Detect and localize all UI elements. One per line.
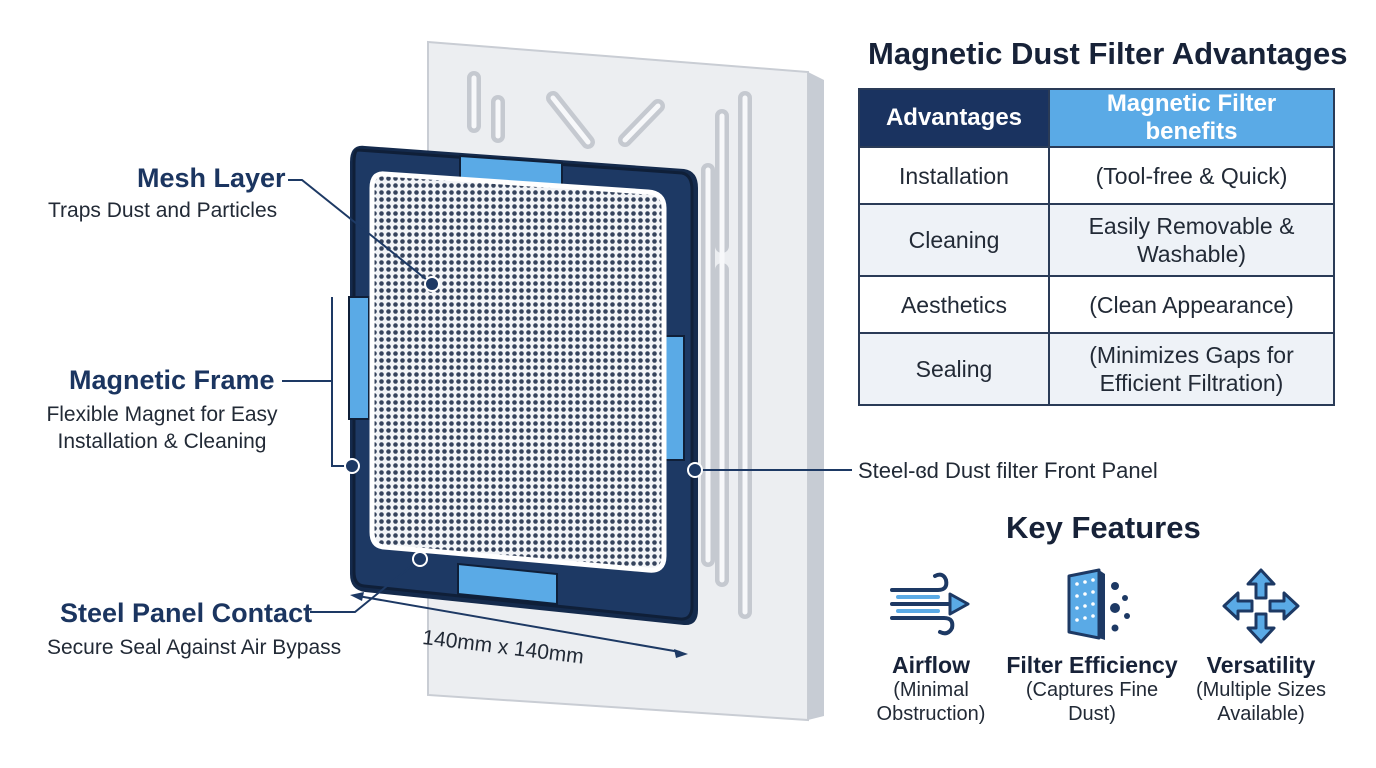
row-benefit: Easily Removable & Washable) bbox=[1048, 203, 1335, 277]
feature-versatility: Versatility (Multiple Sizes Available) bbox=[1166, 568, 1356, 726]
benefit-line: Easily Removable & bbox=[1088, 213, 1295, 239]
table-header-benefits: Magnetic Filter benefits bbox=[1048, 88, 1335, 148]
dimension-arrow bbox=[350, 592, 688, 658]
feature-desc: (Captures Fine bbox=[1025, 679, 1159, 701]
feature-desc: (Minimal bbox=[893, 679, 969, 701]
airflow-icon bbox=[890, 572, 970, 636]
row-label: Aesthetics bbox=[858, 275, 1050, 334]
steel-panel-contact-desc: Secure Seal Against Air Bypass bbox=[47, 636, 342, 659]
panel-marker-dot bbox=[687, 462, 703, 478]
steel-panel-contact-title: Steel Panel Contact bbox=[60, 598, 313, 628]
feature-name: Filter Efficiency bbox=[1006, 652, 1178, 678]
feature-desc: Dust) bbox=[1068, 703, 1116, 725]
benefit-line: Efficient Filtration) bbox=[1099, 370, 1284, 396]
magnetic-frame-desc-2: Installation & Cleaning bbox=[57, 430, 267, 453]
row-label: Installation bbox=[858, 146, 1050, 205]
benefit-line: (Minimizes Gaps for bbox=[1089, 342, 1294, 368]
table-row: Cleaning Easily Removable & Washable) bbox=[858, 203, 1335, 277]
magnet-strip-left bbox=[348, 296, 370, 420]
mesh-layer bbox=[369, 171, 667, 573]
row-benefit: (Clean Appearance) bbox=[1048, 275, 1335, 334]
benefit-line: (Clean Appearance) bbox=[1089, 291, 1294, 318]
table-row: Installation (Tool-free & Quick) bbox=[858, 146, 1335, 205]
benefit-line: (Tool-free & Quick) bbox=[1095, 162, 1288, 189]
filter-particles-icon bbox=[1067, 568, 1130, 640]
table-row: Sealing (Minimizes Gaps for Efficient Fi… bbox=[858, 332, 1335, 406]
advantages-table: Advantages Magnetic Filter benefits Inst… bbox=[858, 88, 1335, 406]
magnet-strip-bottom bbox=[457, 562, 558, 606]
row-benefit: (Tool-free & Quick) bbox=[1048, 146, 1335, 205]
contact-marker-dot bbox=[412, 551, 428, 567]
feature-airflow: Airflow (Minimal Obstruction) bbox=[836, 568, 1026, 726]
mesh-marker-dot bbox=[424, 276, 440, 292]
feature-desc: Available) bbox=[1217, 703, 1305, 725]
row-label: Cleaning bbox=[858, 203, 1050, 277]
magnetic-frame-desc-1: Flexible Magnet for Easy bbox=[46, 403, 278, 426]
mesh-layer-title: Mesh Layer bbox=[137, 163, 286, 193]
magnetic-frame-title: Magnetic Frame bbox=[69, 365, 275, 395]
feature-name: Airflow bbox=[892, 652, 970, 678]
frame-marker-dot bbox=[344, 458, 360, 474]
front-panel-label: Steel-ɞd Dust filter Front Panel bbox=[858, 458, 1158, 483]
table-row: Aesthetics (Clean Appearance) bbox=[858, 275, 1335, 334]
feature-filter-efficiency: Filter Efficiency (Captures Fine Dust) bbox=[997, 568, 1187, 726]
leader-lines bbox=[282, 179, 852, 613]
key-features-title: Key Features bbox=[1006, 510, 1201, 545]
feature-desc: (Multiple Sizes bbox=[1195, 679, 1327, 701]
feature-name: Versatility bbox=[1206, 652, 1316, 678]
feature-desc: Obstruction) bbox=[876, 703, 986, 725]
mesh-layer-desc: Traps Dust and Particles bbox=[48, 199, 278, 222]
row-benefit: (Minimizes Gaps for Efficient Filtration… bbox=[1048, 332, 1335, 406]
benefit-line: Washable) bbox=[1136, 241, 1247, 267]
four-arrows-icon bbox=[1222, 568, 1300, 644]
row-label: Sealing bbox=[858, 332, 1050, 406]
table-header-advantages: Advantages bbox=[858, 88, 1050, 148]
advantages-title: Magnetic Dust Filter Advantages bbox=[868, 36, 1348, 71]
